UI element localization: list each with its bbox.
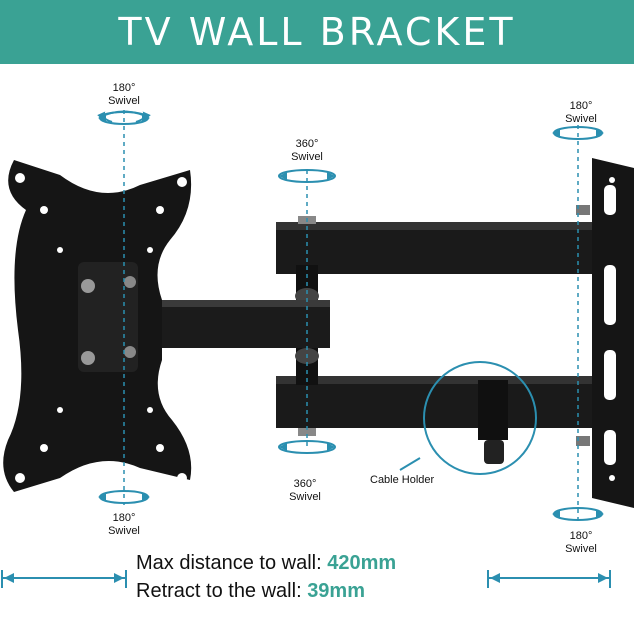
wall-plate (576, 158, 634, 508)
retract-distance-value: 39mm (307, 580, 365, 602)
retract-distance-label: Retract to the wall: (136, 580, 308, 602)
swivel-word: Swivel (289, 491, 321, 503)
swivel-word: Swivel (565, 543, 597, 555)
swivel-label-tv-top: 180° Swivel (94, 82, 154, 108)
swivel-angle: 360° (293, 478, 317, 490)
distance-arrows (1, 570, 611, 588)
cable-holder-clip (478, 380, 508, 464)
swivel-angle: 180° (112, 512, 136, 524)
cable-holder-label: Cable Holder (370, 474, 435, 486)
swivel-label-middle-bottom: 360° Swivel (275, 478, 335, 504)
max-distance-value: 420mm (327, 552, 397, 574)
swivel-label-middle-top: 360° Swivel (277, 138, 337, 164)
swivel-angle: 180° (569, 530, 593, 542)
swivel-angle: 180° (112, 82, 136, 94)
max-distance-label: Max distance to wall: (136, 552, 328, 574)
swivel-word: Swivel (108, 525, 140, 537)
swivel-angle: 360° (295, 138, 319, 150)
long-arms (276, 216, 592, 436)
cable-holder-callout (399, 361, 537, 475)
rotation-arrowheads (98, 114, 604, 518)
swivel-label-wall-top: 180° Swivel (551, 100, 611, 126)
swivel-label-tv-bottom: 180° Swivel (94, 512, 154, 538)
swivel-word: Swivel (291, 151, 323, 163)
tv-plate (3, 160, 192, 492)
max-distance-line: Max distance to wall: 420mm (136, 551, 396, 575)
distance-arrowheads (4, 573, 608, 583)
swivel-word: Swivel (108, 95, 140, 107)
title-banner: TV WALL BRACKET (0, 0, 634, 64)
swivel-angle: 180° (569, 100, 593, 112)
swivel-word: Swivel (565, 113, 597, 125)
swivel-label-wall-bottom: 180° Swivel (551, 530, 611, 556)
swivel-axis-lines (123, 110, 579, 520)
retract-distance-line: Retract to the wall: 39mm (136, 579, 365, 603)
banner-title: TV WALL BRACKET (118, 10, 516, 54)
